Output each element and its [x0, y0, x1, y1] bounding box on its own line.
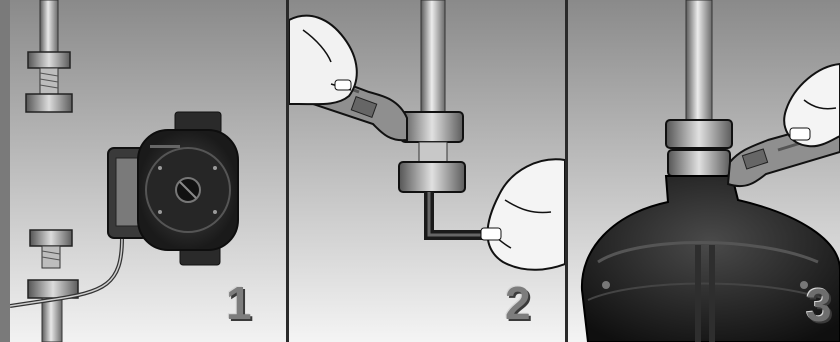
upper-union [26, 94, 72, 112]
upper-nut [401, 112, 463, 142]
upper-pipe [40, 0, 58, 52]
step-number-1: 1 [226, 280, 252, 326]
step-3-illustration [568, 0, 840, 342]
step-number-3: 3 [806, 282, 832, 328]
upper-nut [666, 120, 732, 148]
upper-nut [28, 52, 70, 68]
vertical-pipe [421, 0, 445, 120]
lower-pipe [42, 298, 62, 342]
lower-nut [399, 162, 465, 192]
vertical-pipe [686, 0, 712, 124]
step-1-panel: 1 [10, 0, 286, 342]
lower-union [30, 230, 72, 246]
step-3-panel: 3 [568, 0, 840, 342]
lower-nut [668, 150, 730, 176]
step-number-2: 2 [505, 280, 531, 326]
step-2-panel: 2 [289, 0, 565, 342]
